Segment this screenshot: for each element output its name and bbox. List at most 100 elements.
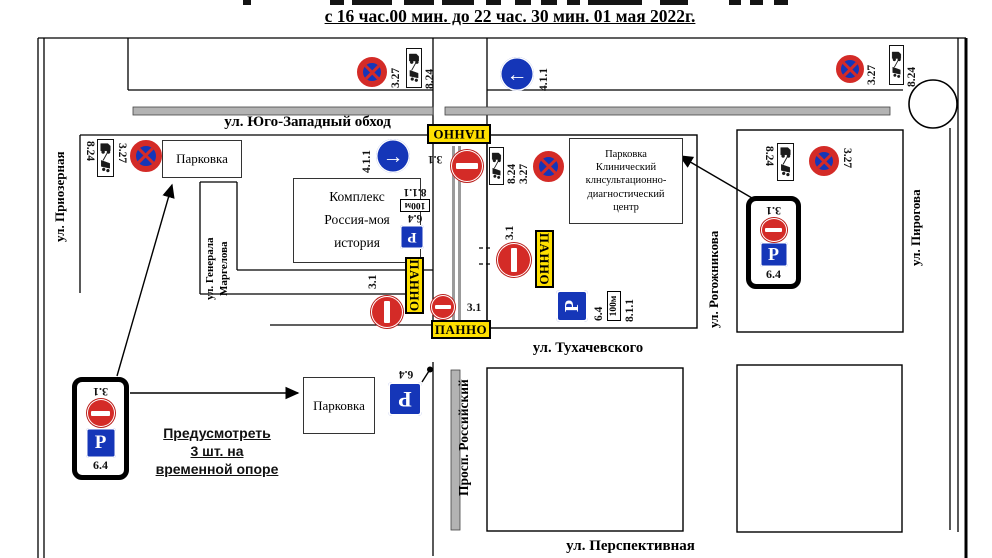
sign-pole-dot [427, 366, 433, 373]
tow-away-code-central: 8.24 [506, 163, 518, 184]
no-stopping-sign-top-right [836, 55, 864, 83]
no-entry-code-top: 3.1 [427, 153, 443, 165]
parking-letter: P [407, 229, 417, 246]
street-prosp-rossiysky: Просп. Российский [456, 379, 471, 496]
street-rogozhnikova: ул. Рогожникова [706, 230, 721, 328]
no-stopping-sign-top-center [357, 57, 387, 87]
tow-away-code-top-right: 8.24 [906, 66, 918, 87]
panno-label: ПАННО [434, 321, 488, 337]
no-entry-sign-assembly-right [760, 218, 787, 242]
tow-away-code-top-center: 8.24 [424, 68, 436, 89]
parking-sign-assembly-right: P [759, 241, 788, 267]
tow-away-code-left-block: 8.24 [84, 141, 96, 162]
no-entry-code-mid-left: 3.1 [367, 274, 379, 289]
panno-label: ПАННО [432, 127, 486, 142]
parking-code-bottom: 6.4 [398, 368, 414, 381]
tow-away-plate-top-right [889, 45, 904, 85]
parking-sign-bottom: P [388, 382, 422, 416]
tow-away-plate-left-block [97, 139, 114, 177]
clinic-line1: Парковка [605, 149, 647, 161]
street-perspektivnaya: ул. Перспективная [566, 538, 695, 554]
no-entry-code-assembly-right: 3.1 [766, 204, 781, 218]
street-generala-margelova-line1: ул. Генерала [204, 237, 216, 300]
no-stopping-code-top-center: 3.27 [390, 67, 402, 88]
panno-label: ПАННО [407, 259, 423, 312]
left-arrow-icon: ← [506, 61, 528, 86]
parking-sign-tukhachevskogo: P [556, 290, 588, 322]
parking-box-top-left: Парковка [162, 140, 242, 178]
no-stopping-sign-left-block [130, 140, 162, 172]
street-generala-margelova: ул. Генерала Маргелова [204, 237, 232, 300]
clinic-line3: клнсультационно- [585, 175, 667, 187]
parking-box-top-left-label: Парковка [176, 151, 228, 166]
note-line2: 3 шт. на [190, 443, 244, 460]
scheme-title: с 16 час.00 мин. до 22 час. 30 мин. 01 м… [324, 6, 696, 26]
no-stopping-code-central: 3.27 [518, 163, 530, 184]
note-line3: временной опоре [155, 461, 279, 478]
no-entry-sign-bottom-small [431, 295, 455, 319]
no-stopping-sign-right-block [809, 146, 839, 176]
parking-code-central: 6.4 [407, 212, 423, 225]
extent-code-tukhachevskogo: 8.1.1 [624, 299, 636, 322]
right-arrow-icon: → [382, 143, 404, 168]
no-stopping-sign-central [533, 151, 564, 182]
street-tukhachevskogo: ул. Тухачевского [532, 340, 644, 356]
no-entry-sign-mid-left-rotated [371, 296, 403, 328]
one-way-code-road: 4.1.1 [361, 150, 373, 173]
no-stopping-code-top-right: 3.27 [866, 64, 878, 85]
parking-code-assembly-right: 6.4 [766, 267, 781, 281]
complex-line1: Комплекс [329, 189, 385, 205]
tow-truck-icon [100, 143, 111, 173]
clinic-line5: центр [613, 201, 639, 213]
no-stopping-code-right-block: 3.27 [841, 148, 853, 169]
street-priozernaya: ул. Приозерная [52, 151, 67, 242]
tow-truck-icon [491, 152, 502, 179]
no-entry-sign-mid-right-rotated [497, 243, 531, 277]
complex-box: Комплекс Россия-моя история [293, 178, 421, 263]
clinic-line4: диагностический [587, 188, 665, 200]
parking-box-bottom-label: Парковка [313, 397, 365, 413]
distance-plate-central: 100м [400, 199, 430, 212]
note-line1: Предусмотреть [163, 425, 271, 441]
complex-line3: история [334, 234, 380, 250]
parking-letter: P [768, 243, 779, 264]
note-text: Предусмотреть 3 шт. на временной опоре [126, 424, 308, 479]
no-stopping-code-left-block: 3.27 [116, 143, 128, 164]
street-yugo-zapadny: ул. Юго-Западный обход [224, 114, 391, 130]
one-way-left-sign-top: ← [500, 57, 534, 91]
parking-letter: P [94, 431, 107, 453]
parking-box-bottom: Парковка [303, 377, 375, 434]
temporary-sign-assembly-right: 3.1 P 6.4 [746, 196, 801, 289]
tow-truck-icon [409, 53, 419, 82]
tow-away-plate-right-block [777, 143, 794, 181]
distance-plate-tukhachevskogo: 100м [607, 291, 621, 321]
tow-away-plate-central [489, 147, 504, 185]
arrow-to-parking-top-left [116, 183, 175, 377]
parking-sign-assembly-left: P [85, 427, 116, 458]
parking-letter: P [398, 387, 412, 412]
no-entry-sign-top [451, 150, 483, 182]
clinic-line2: Клинический [595, 162, 657, 174]
one-way-right-sign-road: → [376, 139, 410, 173]
arrow-to-clinic-parking [678, 155, 753, 199]
tow-away-code-right-block: 8.24 [763, 146, 775, 167]
sign-pole-line [421, 370, 430, 383]
street-pirogova: ул. Пирогова [908, 189, 923, 266]
parking-code-assembly-left: 6.4 [93, 457, 108, 472]
panno-label: ПАННО [537, 232, 553, 286]
tow-truck-icon [780, 147, 791, 177]
panno-board-bottom: ПАННО [431, 320, 491, 339]
clinic-parking-box: Парковка Клинический клнсультационно- ди… [569, 138, 683, 224]
clipped-text-fragments [243, 0, 788, 5]
no-entry-sign-assembly-left [86, 399, 115, 428]
temporary-sign-assembly-left: 3.1 P 6.4 [72, 377, 129, 480]
complex-line2: Россия-моя [324, 212, 390, 228]
parking-code-tukhachevskogo: 6.4 [593, 306, 605, 321]
panno-board-top: ПАННО [427, 124, 491, 144]
street-generala-margelova-line2: Маргелова [217, 241, 230, 297]
parking-sign-central: P [400, 225, 424, 249]
panno-board-right-vertical: ПАННО [535, 230, 554, 288]
no-entry-code-bottom: 3.1 [466, 302, 482, 314]
